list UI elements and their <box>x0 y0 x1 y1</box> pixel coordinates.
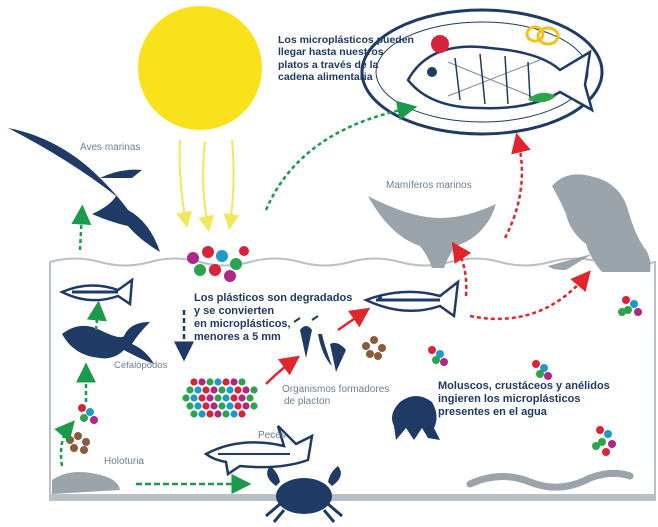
label-peces: Peces <box>258 430 286 442</box>
microplastic-particle <box>214 378 221 385</box>
microplastic-particle <box>226 402 233 409</box>
microplastic-particle <box>198 394 205 401</box>
microplastic-particle <box>238 378 245 385</box>
microplastic-particle <box>218 402 225 409</box>
microplastic-particle <box>198 378 205 385</box>
label-aves-marinas: Aves marinas <box>80 142 140 154</box>
microplastic-particle <box>190 410 197 417</box>
microplastic-particle <box>242 386 249 393</box>
microplastic-particle <box>214 394 221 401</box>
microplastic-particle <box>250 386 257 393</box>
sunlight-arrows <box>180 140 234 226</box>
microplastic-particle <box>238 410 245 417</box>
microplastic-particle <box>222 378 229 385</box>
seabird-head-icon <box>100 170 142 178</box>
microplastic-particle <box>230 394 237 401</box>
whale-tail-icon <box>368 196 496 268</box>
microplastic-particle <box>230 378 237 385</box>
microplastic-particle <box>238 394 245 401</box>
microplastic-particle <box>226 386 233 393</box>
microplastic-particle <box>190 378 197 385</box>
microplastic-particle <box>198 410 205 417</box>
microplastic-particle <box>182 394 189 401</box>
microplastic-particle <box>190 394 197 401</box>
label-moluscos: Moluscos, crustáceos y anélidos ingieren… <box>438 380 610 419</box>
microplastic-particle <box>214 410 221 417</box>
label-holoturia: Holoturia <box>104 456 144 468</box>
label-plasticos-degradados: Los plásticos son degradados y se convie… <box>194 292 352 344</box>
microplastic-particle <box>186 402 193 409</box>
label-microplasticos-plato: Los microplásticos pueden llegar hasta n… <box>278 34 414 84</box>
microplastic-particle <box>210 402 217 409</box>
arrow-surface-to-plate <box>266 108 410 210</box>
sea-floor <box>50 494 655 501</box>
microplastic-particle <box>222 394 229 401</box>
label-organismos-placton: Organismos formadores de placton <box>282 384 389 408</box>
arrow-to-bird <box>80 212 82 250</box>
microplastic-particle <box>250 402 257 409</box>
microplastic-particle <box>206 394 213 401</box>
microplastic-particle <box>194 386 201 393</box>
microplastic-particle <box>242 402 249 409</box>
microplastic-particle <box>234 402 241 409</box>
seal-icon <box>552 174 651 272</box>
microplastic-particle <box>230 410 237 417</box>
microplastic-particle <box>234 386 241 393</box>
arrow-to-plate-red <box>505 140 522 238</box>
microplastic-particle <box>206 410 213 417</box>
microplastic-particle <box>186 386 193 393</box>
sun-icon <box>138 6 262 130</box>
microplastic-particle <box>202 386 209 393</box>
microplastic-particle <box>194 402 201 409</box>
label-mamiferos-marinos: Mamíferos marinos <box>386 180 472 192</box>
microplastic-particle <box>206 378 213 385</box>
microplastic-particle <box>222 410 229 417</box>
microplastic-particle <box>218 386 225 393</box>
microplastic-particle <box>210 386 217 393</box>
microplastic-particle <box>246 394 253 401</box>
label-cefalopodos: Cefalópodos <box>114 360 167 371</box>
microplastic-particle <box>202 402 209 409</box>
